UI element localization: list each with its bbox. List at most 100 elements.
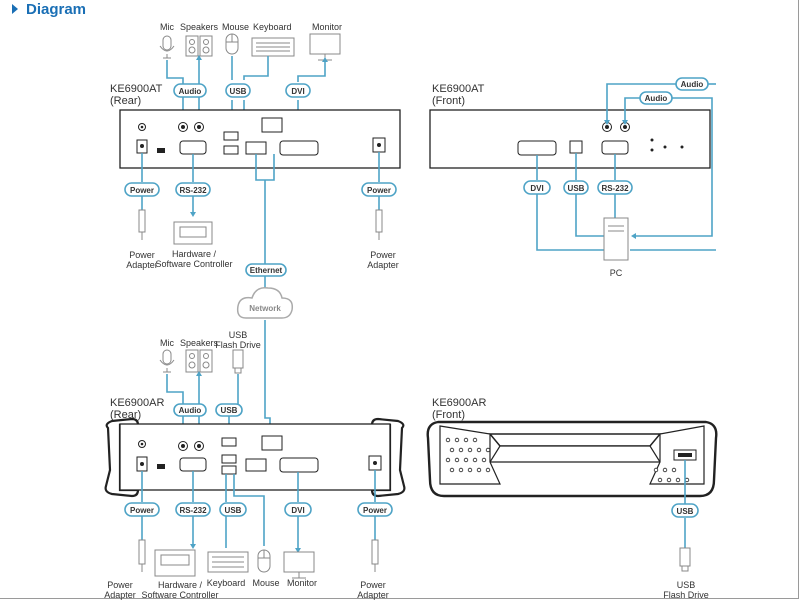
audio-pill-label: Audio [179, 406, 202, 415]
vent-hole [449, 467, 455, 473]
power-adapter-icon [138, 539, 146, 572]
vent-hole [458, 467, 464, 473]
vent-hole [463, 457, 469, 463]
label-mouse: Mouse [252, 578, 279, 588]
power-adapter-icon [138, 209, 146, 240]
power-adapter-icon [371, 539, 379, 572]
mouse-icon [225, 33, 239, 55]
label-power-adapter: Power [370, 250, 396, 260]
usb-flash-drive-icon [679, 547, 691, 572]
usb-flash-drive-icon [232, 349, 244, 374]
vent-hole [454, 437, 460, 443]
tx-rear-title-line1: KE6900AT [110, 83, 163, 95]
ke6900ar-front-device [426, 420, 718, 498]
mouse-icon [257, 549, 271, 573]
audio-pill [639, 91, 673, 105]
power-pill-label: Power [130, 186, 154, 195]
dvi-pill [285, 83, 311, 98]
ke6900at-front-device [429, 109, 711, 169]
mic-icon [159, 349, 175, 373]
vent-hole [675, 477, 681, 483]
rs232-pill-label: RS-232 [601, 184, 629, 193]
monitor-icon [283, 551, 315, 579]
vent-hole [653, 467, 659, 473]
usb-pill-label: USB [225, 506, 242, 515]
audio-pill [173, 83, 207, 98]
vent-hole [666, 477, 672, 483]
label-usb-flash: Flash Drive [663, 590, 709, 600]
pc-tower-icon [603, 217, 629, 261]
label-speakers: Speakers [180, 338, 219, 348]
usb-pill-label: USB [221, 406, 238, 415]
rs232-pill [175, 182, 211, 197]
power-pill-label: Power [130, 506, 154, 515]
label-monitor: Monitor [287, 578, 317, 588]
label-monitor: Monitor [312, 22, 342, 32]
dvi-pill [284, 502, 312, 517]
power-pill [361, 182, 397, 197]
rs232-pill [597, 180, 633, 195]
audio-pill [173, 403, 207, 417]
ethernet-pill-label: Ethernet [250, 266, 283, 275]
vent-hole [472, 437, 478, 443]
label-power-adapter: Adapter [104, 590, 136, 600]
label-mic: Mic [160, 338, 174, 348]
usb-pill [219, 502, 247, 517]
usb-pill-label: USB [568, 184, 585, 193]
usb-pill [225, 83, 251, 98]
vent-hole [458, 447, 464, 453]
label-controller: Hardware / [158, 580, 203, 590]
ke6900ar-rear-device [119, 423, 391, 491]
controller-icon [154, 549, 196, 577]
usb-pill-label: USB [230, 87, 247, 96]
vent-hole [662, 467, 668, 473]
tx-front-title-line1: KE6900AT [432, 83, 485, 95]
vent-hole [454, 457, 460, 463]
vent-hole [445, 457, 451, 463]
label-usb-flash: Flash Drive [215, 340, 261, 350]
label-keyboard: Keyboard [207, 578, 246, 588]
rs232-pill-label: RS-232 [179, 186, 207, 195]
power-adapter-icon [375, 209, 383, 240]
controller-icon [173, 221, 213, 245]
vent-hole [476, 467, 482, 473]
label-controller: Software Controller [141, 590, 218, 600]
rx-front-title-line2: (Front) [432, 409, 465, 421]
audio-pill [675, 77, 709, 91]
label-controller: Software Controller [155, 259, 232, 269]
power-pill [124, 182, 160, 197]
tx-rear-title-line2: (Rear) [110, 95, 141, 107]
vent-hole [671, 467, 677, 473]
audio-pill-label: Audio [179, 87, 202, 96]
diagram-heading: Diagram [12, 0, 86, 18]
rx-front-title-line1: KE6900AR [432, 397, 486, 409]
power-pill-label: Power [367, 186, 391, 195]
vent-holes-right [653, 467, 690, 483]
vent-hole [476, 447, 482, 453]
rs232-pill-label: RS-232 [179, 506, 207, 515]
vent-holes-left [445, 437, 491, 473]
caret-right-icon [12, 4, 18, 14]
speakers-icon [185, 35, 213, 57]
tx-front-title-line2: (Front) [432, 95, 465, 107]
vent-hole [485, 467, 491, 473]
keyboard-icon [251, 37, 295, 57]
ethernet-pill [245, 263, 287, 277]
dvi-pill-label: DVI [291, 87, 304, 96]
power-pill-label: Power [363, 506, 387, 515]
audio-pill-label: Audio [645, 94, 668, 103]
vent-hole [463, 437, 469, 443]
usb-pill [671, 503, 699, 518]
label-power-adapter: Adapter [357, 590, 389, 600]
usb-pill [215, 403, 243, 417]
label-power-adapter: Adapter [367, 260, 399, 270]
keyboard-icon [207, 551, 249, 573]
vent-hole [467, 467, 473, 473]
network-cloud-icon [236, 286, 294, 319]
label-network: Network [249, 304, 281, 313]
label-controller: Hardware / [172, 249, 217, 259]
vent-hole [485, 447, 491, 453]
monitor-icon [309, 33, 341, 61]
label-power-adapter: Power [360, 580, 386, 590]
